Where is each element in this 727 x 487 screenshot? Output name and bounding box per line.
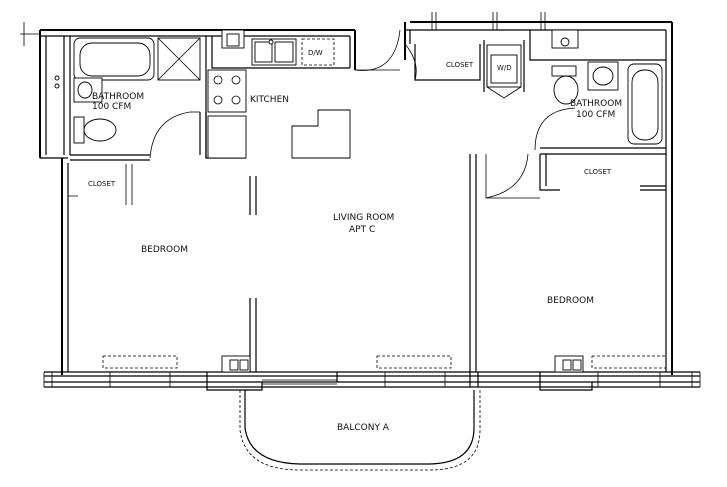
closet-left-label: CLOSET xyxy=(88,180,116,188)
bathroom-right-note: 100 CFM xyxy=(576,110,615,120)
bedroom-left-label: BEDROOM xyxy=(141,245,188,255)
dishwasher-label: D/W xyxy=(308,49,323,57)
closet-top-label: CLOSET xyxy=(446,61,474,69)
washer-dryer-label: W/D xyxy=(497,64,512,72)
bathroom-left-label: BATHROOM xyxy=(92,92,144,102)
interior-partitions xyxy=(68,153,666,373)
bedroom-right-label: BEDROOM xyxy=(547,296,594,306)
apartment-unit-label: APT C xyxy=(349,225,375,235)
living-room-label: LIVING ROOM xyxy=(333,213,394,223)
south-wall xyxy=(43,371,701,391)
kitchen-fixtures xyxy=(205,29,401,159)
bathroom-left-walls xyxy=(54,36,207,161)
bathroom-left-note: 100 CFM xyxy=(92,102,131,112)
kitchen-label: KITCHEN xyxy=(250,95,289,105)
closet-right-label: CLOSET xyxy=(584,168,612,176)
bathroom-right-walls xyxy=(534,29,666,155)
balcony xyxy=(239,390,481,471)
windows xyxy=(102,355,667,387)
bathroom-right-label: BATHROOM xyxy=(570,99,622,109)
closet-top-walls xyxy=(404,30,666,99)
balcony-label: BALCONY A xyxy=(337,423,390,433)
exterior-walls xyxy=(20,12,673,375)
